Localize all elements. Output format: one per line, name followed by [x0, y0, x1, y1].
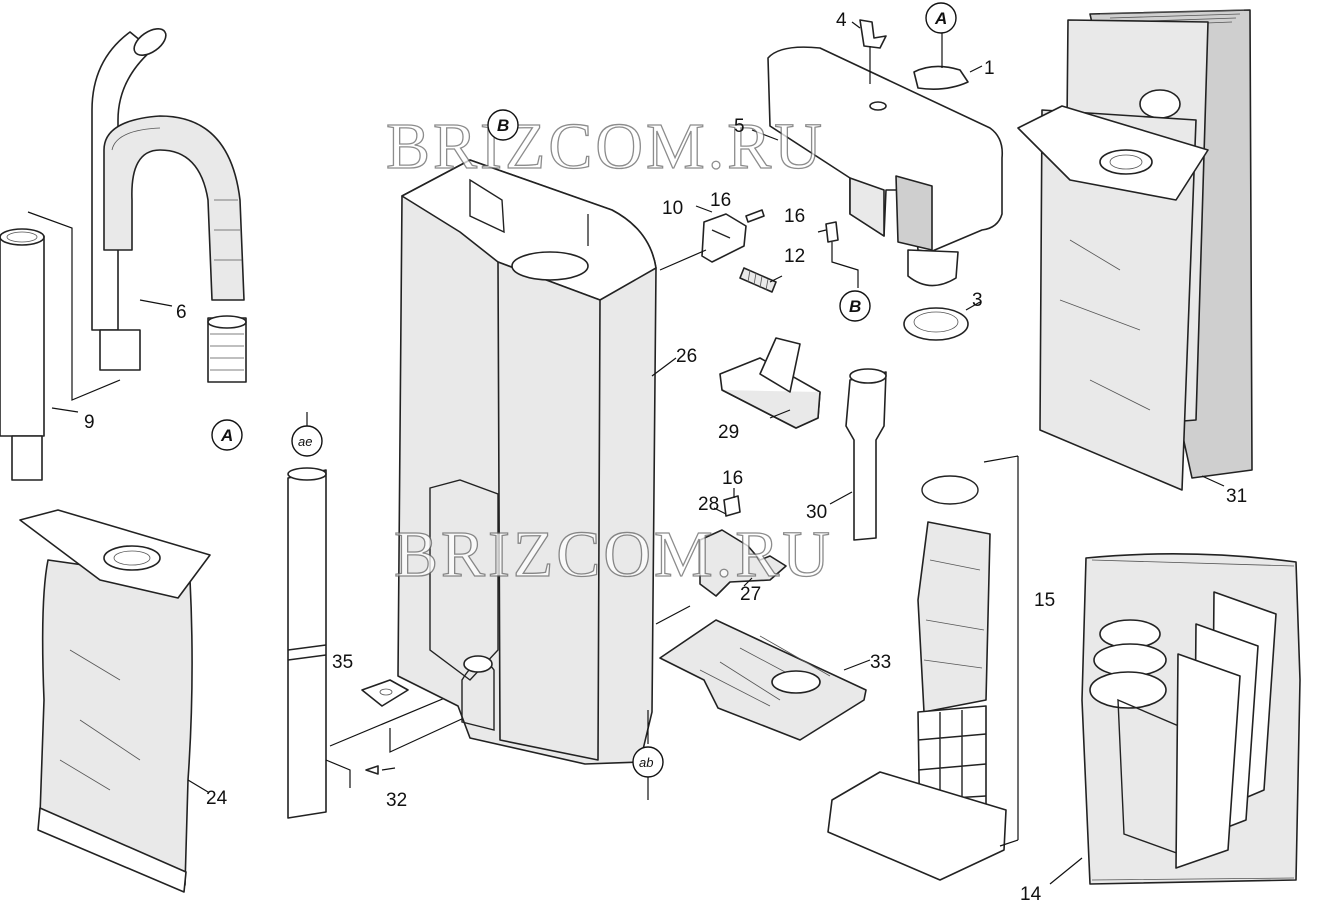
- label-part-3: 3: [972, 290, 983, 311]
- part-33-base-plate: [655, 605, 871, 741]
- label-part-24: 24: [206, 788, 228, 809]
- ref-circle-ae: ae: [291, 425, 323, 457]
- ref-b-housing-label: B: [497, 116, 509, 135]
- label-part-5: 5: [734, 116, 745, 137]
- label-part-9: 9: [84, 412, 95, 433]
- part-26-housing: [397, 159, 677, 800]
- part-9-extension-tube: [0, 211, 121, 481]
- ref-b-clip-label: B: [849, 297, 861, 316]
- label-part-12: 12: [784, 246, 805, 267]
- part-6-handle-hose: [51, 28, 247, 413]
- label-part-16-clip: 16: [710, 190, 731, 211]
- label-part-10: 10: [662, 198, 683, 219]
- label-part-4: 4: [836, 10, 847, 31]
- part-5-top-cover: [751, 19, 1004, 341]
- label-part-15: 15: [1034, 590, 1055, 611]
- ref-circle-a-top: A: [925, 2, 957, 34]
- label-part-32: 32: [386, 790, 407, 811]
- ref-circle-ab: ab: [632, 746, 664, 778]
- part-14-accessory-pack: [1049, 553, 1301, 885]
- ref-a-hose-label: A: [220, 426, 233, 445]
- label-part-26: 26: [676, 346, 697, 367]
- part-29-crevice-nozzle: [719, 337, 821, 429]
- part-10-12-16-fasteners: [659, 205, 859, 293]
- label-part-14: 14: [1020, 884, 1042, 905]
- ref-a-top-label: A: [934, 9, 947, 28]
- watermark-middle: BRIZCOM.RU: [394, 518, 833, 591]
- part-30-wand: [829, 368, 887, 541]
- label-part-29: 29: [718, 422, 739, 443]
- ref-ae-label: ae: [298, 434, 312, 449]
- ref-circle-b-housing: B: [487, 109, 519, 141]
- part-31-bag-pack: [1017, 9, 1253, 491]
- label-part-16-bracket: 16: [722, 468, 743, 489]
- part-24-dust-bag: [19, 509, 211, 893]
- label-part-31: 31: [1226, 486, 1247, 507]
- part-27-28-brackets: [699, 488, 787, 597]
- label-part-30: 30: [806, 502, 827, 523]
- label-part-16-screw: 16: [784, 206, 805, 227]
- label-part-27: 27: [740, 584, 761, 605]
- label-part-6: 6: [176, 302, 187, 323]
- label-part-33: 33: [870, 652, 891, 673]
- ref-circle-a-hose: A: [211, 419, 243, 451]
- ref-circle-b-clip: B: [839, 290, 871, 322]
- part-15-filter-cage: [827, 455, 1019, 881]
- label-part-35: 35: [332, 652, 353, 673]
- watermark-top: BRIZCOM.RU: [386, 110, 825, 183]
- ref-ab-label: ab: [639, 755, 653, 770]
- label-part-1: 1: [984, 58, 995, 79]
- label-part-28: 28: [698, 494, 719, 515]
